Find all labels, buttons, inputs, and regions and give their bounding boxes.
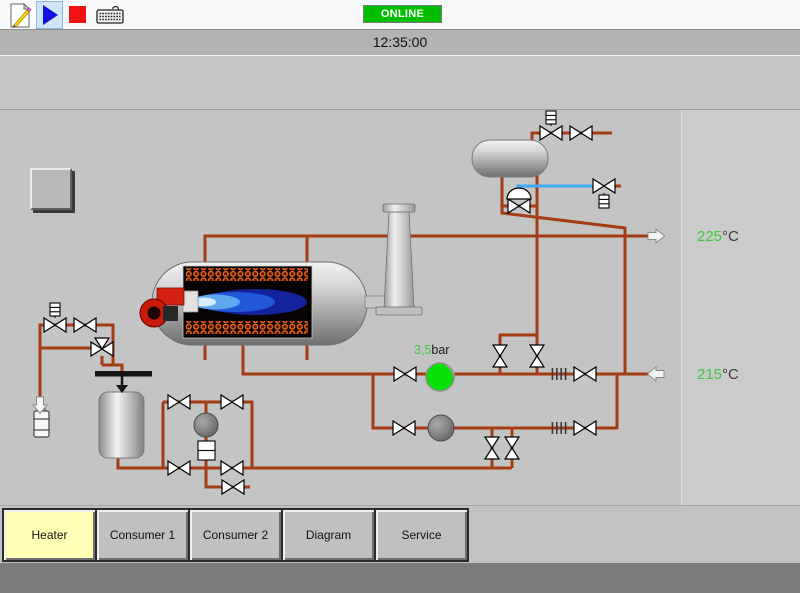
- stop-icon[interactable]: [69, 6, 86, 23]
- pressure-value: 3,5: [414, 343, 432, 357]
- diagram-area: [0, 110, 800, 505]
- nav-button-consumer-2[interactable]: Consumer 2: [188, 508, 283, 562]
- bottom-strip: [0, 563, 800, 593]
- nav-button-heater[interactable]: Heater: [2, 508, 97, 562]
- return-temperature-value: 215: [697, 366, 723, 383]
- blank-indicator-button[interactable]: [30, 168, 72, 210]
- play-icon[interactable]: [36, 1, 63, 29]
- supply-temperature-unit: °C: [722, 228, 739, 245]
- pressure-unit: bar: [431, 343, 450, 357]
- return-temperature-readout: 215°C: [697, 366, 739, 383]
- play-triangle: [42, 5, 58, 25]
- diagram-right-margin: [681, 110, 800, 505]
- online-status-badge: ONLINE: [363, 5, 442, 23]
- supply-temperature-readout: 225°C: [697, 228, 739, 245]
- edit-document-icon[interactable]: [7, 2, 33, 34]
- clock-text: 12:35:00: [372, 34, 428, 50]
- pressure-readout: 3,5bar: [414, 343, 449, 357]
- nav-button-service[interactable]: Service: [374, 508, 469, 562]
- keyboard-icon[interactable]: [96, 4, 124, 31]
- supply-temperature-value: 225: [697, 228, 723, 245]
- return-temperature-unit: °C: [722, 366, 739, 383]
- message-area: [0, 56, 800, 110]
- status-time-bar: 12:35:00: [0, 30, 800, 56]
- nav-button-consumer-1[interactable]: Consumer 1: [95, 508, 190, 562]
- nav-button-diagram[interactable]: Diagram: [281, 508, 376, 562]
